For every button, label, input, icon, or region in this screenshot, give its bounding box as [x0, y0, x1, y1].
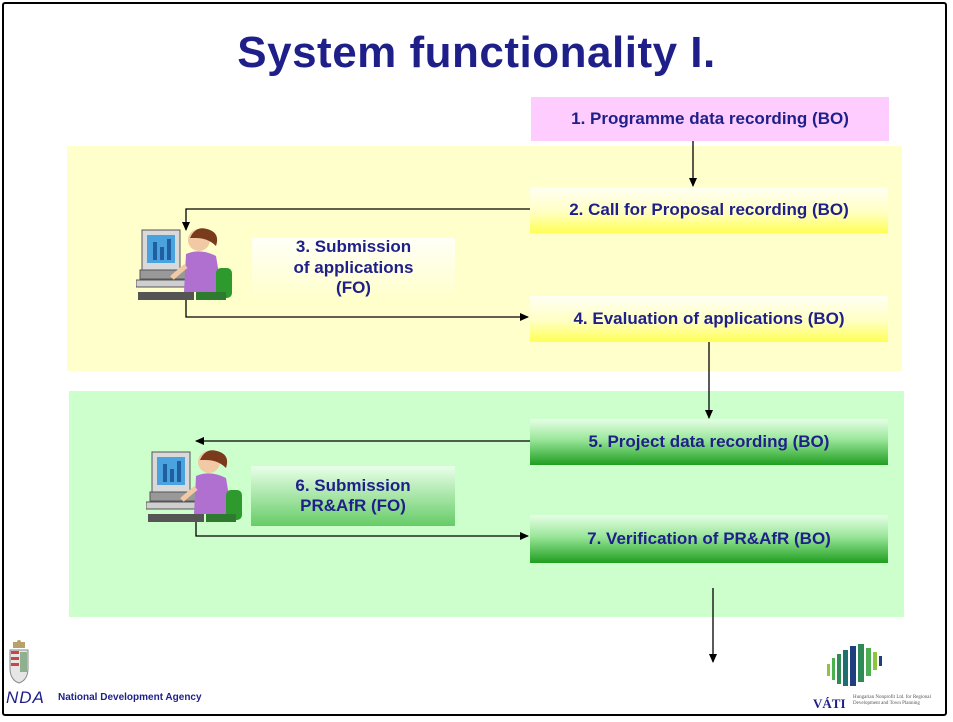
step-5-project-data-recording: 5. Project data recording (BO) — [530, 419, 888, 465]
vati-bars-logo-icon — [827, 644, 882, 686]
step-3-line-1: 3. Submission — [295, 237, 412, 257]
step-3-submission-of-applications: 3. Submission of applications (FO) — [252, 237, 455, 298]
hungarian-coat-of-arms-icon — [9, 640, 29, 684]
arrow-2-to-user — [182, 208, 530, 231]
step-2-call-for-proposal-recording: 2. Call for Proposal recording (BO) — [530, 187, 888, 233]
nda-full-name: National Development Agency — [58, 692, 202, 703]
step-4-evaluation-of-applications: 4. Evaluation of applications (BO) — [530, 296, 888, 342]
step-1-programme-data-recording: 1. Programme data recording (BO) — [531, 97, 889, 141]
step-3-line-2: of applications — [293, 257, 414, 277]
nda-logo: NDA National Development Agency — [6, 640, 246, 710]
person-at-computer-icon — [136, 228, 232, 300]
vati-name: VÁTI — [813, 696, 846, 711]
step-7-verification-of-pr-afr: 7. Verification of PR&AfR (BO) — [530, 515, 888, 563]
vati-tagline: Hungarian Nonprofit Ltd. for Regional De… — [853, 695, 931, 706]
step-6-submission-pr-afr: 6. Submission PR&AfR (FO) — [251, 466, 455, 526]
person-at-computer-icon — [146, 450, 242, 522]
step-3-line-3: (FO) — [336, 278, 371, 298]
nda-abbreviation: NDA — [6, 688, 45, 707]
step-6-line-1: 6. Submission — [295, 475, 411, 495]
arrow-user-to-4 — [185, 300, 529, 321]
vati-logo: VÁTI Hungarian Nonprofit Ltd. for Region… — [805, 640, 945, 712]
slide-title: System functionality I. — [237, 28, 716, 77]
step-6-line-2: PR&AfR (FO) — [300, 496, 406, 515]
